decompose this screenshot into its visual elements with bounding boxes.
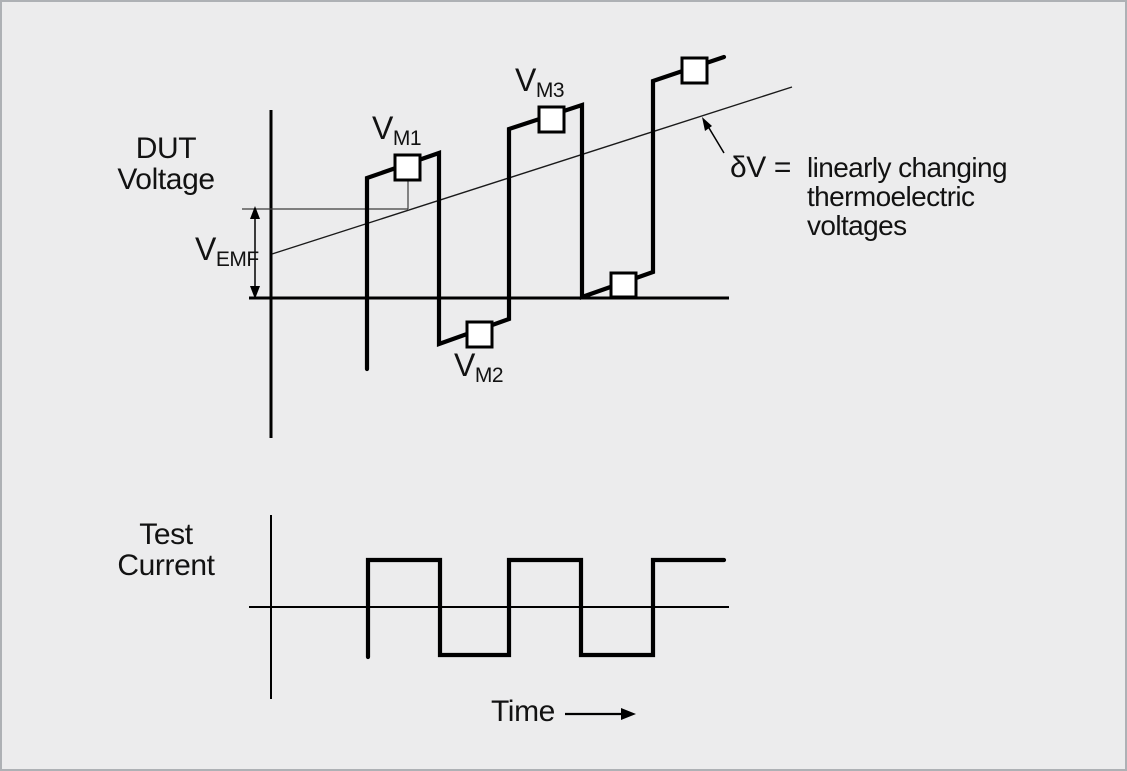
vm3-label-main: V — [515, 62, 536, 98]
vm2-label-main: V — [454, 347, 475, 383]
time-label: Time — [491, 695, 555, 728]
vemf-arrowhead-up-icon — [250, 206, 260, 219]
dut-voltage-axis-label: DUT Voltage — [102, 133, 230, 195]
test-current-axis-label-line2: Current — [117, 549, 215, 582]
time-axis-arrowhead-icon — [621, 708, 636, 720]
vm2-label: VM2 — [454, 347, 504, 386]
vm1-label-main: V — [372, 110, 393, 146]
measurement-marker-top-right — [680, 56, 709, 85]
thermoelectric-drift-line — [271, 86, 793, 255]
dut-voltage-waveform — [364, 54, 727, 372]
measurement-marker-vm3 — [537, 105, 566, 134]
vm1-label-sub: M1 — [392, 127, 422, 150]
delta-v-description-line1: linearly changing — [807, 152, 1008, 183]
delta-v-description: linearly changing thermoelectric voltage… — [807, 152, 1008, 241]
vemf-label: VEMF — [195, 231, 259, 270]
vm2-label-sub: M2 — [474, 364, 504, 387]
vm1-label: VM1 — [372, 110, 422, 149]
delta-v-arrowhead-icon — [702, 117, 712, 131]
delta-v-equation: δV = — [730, 151, 791, 184]
measurement-marker-vm2 — [465, 320, 494, 349]
measurement-marker-vm1 — [393, 153, 422, 182]
vm3-label-sub: M3 — [535, 79, 565, 102]
delta-v-description-line3: voltages — [807, 210, 907, 241]
vemf-label-main: V — [195, 231, 216, 267]
dut-voltage-axis-label-line1: DUT — [135, 132, 197, 165]
measurement-marker-near-zero — [609, 271, 638, 299]
test-current-axis-label-line1: Test — [139, 518, 193, 551]
vemf-arrowhead-down-icon — [250, 286, 260, 299]
test-current-axis-label: Test Current — [102, 519, 230, 581]
dut-voltage-axis-label-line2: Voltage — [117, 163, 215, 196]
test-current-waveform — [365, 557, 727, 660]
vm3-label: VM3 — [515, 62, 565, 101]
vemf-label-sub: EMF — [215, 248, 259, 271]
delta-v-description-line2: thermoelectric — [807, 181, 975, 212]
